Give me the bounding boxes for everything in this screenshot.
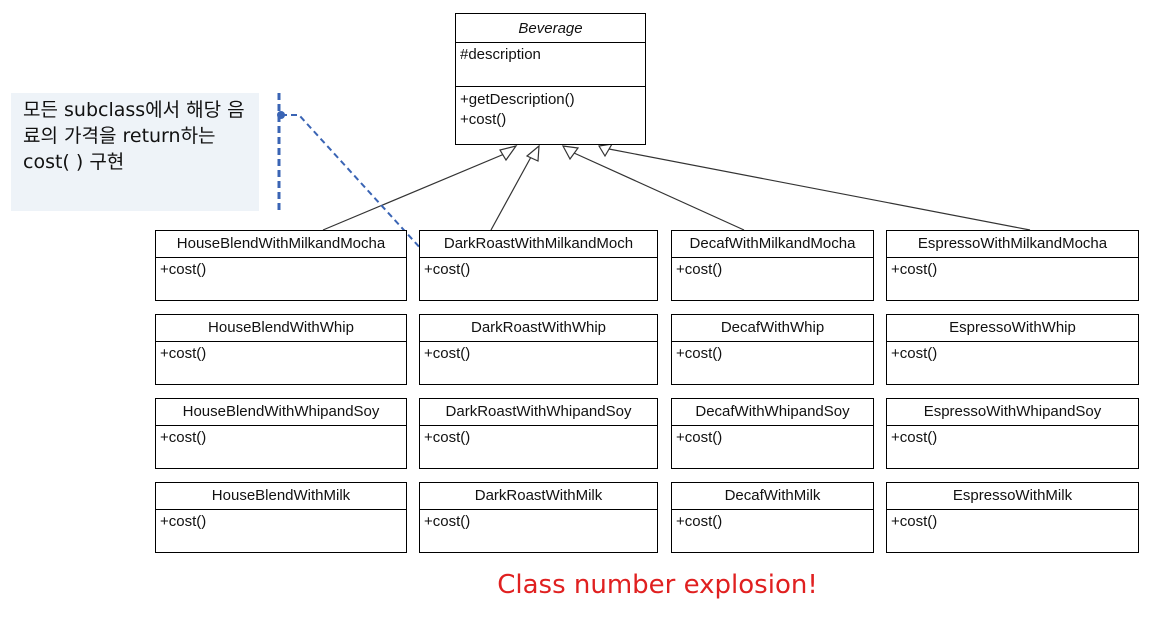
- subclass-box: EspressoWithWhipandSoy +cost(): [886, 398, 1139, 469]
- subclass-method: +cost(): [891, 261, 938, 278]
- inheritance-arrowhead: [525, 144, 540, 162]
- subclass-name: DarkRoastWithWhip: [420, 315, 657, 342]
- beverage-class: Beverage #description +getDescription() …: [455, 13, 646, 145]
- inheritance-line: [490, 156, 532, 231]
- beverage-attributes: #description: [456, 43, 645, 87]
- inheritance-line: [573, 152, 745, 231]
- subclass-name: DarkRoastWithMilk: [420, 483, 657, 510]
- subclass-name: EspressoWithMilkandMocha: [887, 231, 1138, 258]
- subclass-name: DecafWithMilk: [672, 483, 873, 510]
- inheritance-arrowhead: [598, 143, 614, 158]
- subclass-name: HouseBlendWithWhipandSoy: [156, 399, 406, 426]
- subclass-box: HouseBlendWithMilkandMocha +cost(): [155, 230, 407, 301]
- subclass-box: DecafWithMilkandMocha +cost(): [671, 230, 874, 301]
- subclass-name: DecafWithWhip: [672, 315, 873, 342]
- beverage-class-name: Beverage: [456, 14, 645, 43]
- subclass-box: DarkRoastWithMilk +cost(): [419, 482, 658, 553]
- subclass-name: HouseBlendWithWhip: [156, 315, 406, 342]
- subclass-method: +cost(): [424, 261, 471, 278]
- subclass-box: HouseBlendWithWhipandSoy +cost(): [155, 398, 407, 469]
- subclass-method: +cost(): [891, 429, 938, 446]
- beverage-operations: +getDescription() +cost(): [456, 87, 645, 130]
- subclass-box: DecafWithMilk +cost(): [671, 482, 874, 553]
- subclass-method: +cost(): [676, 429, 723, 446]
- note-text: 모든 subclass에서 해당 음료의 가격을 return하는 cost( …: [23, 99, 245, 173]
- subclass-method: +cost(): [160, 513, 207, 530]
- subclass-name: DarkRoastWithMilkandMoch: [420, 231, 657, 258]
- subclass-method: +cost(): [676, 261, 723, 278]
- attribute-description: #description: [460, 46, 541, 63]
- subclass-name: HouseBlendWithMilk: [156, 483, 406, 510]
- note-connector-dot: [277, 111, 285, 119]
- inheritance-arrowhead: [561, 145, 580, 161]
- subclass-method: +cost(): [676, 345, 723, 362]
- subclass-method: +cost(): [160, 345, 207, 362]
- subclass-method: +cost(): [160, 429, 207, 446]
- subclass-method: +cost(): [676, 513, 723, 530]
- note-box: 모든 subclass에서 해당 음료의 가격을 return하는 cost( …: [11, 93, 259, 211]
- subclass-box: HouseBlendWithWhip +cost(): [155, 314, 407, 385]
- subclass-method: +cost(): [424, 429, 471, 446]
- subclass-method: +cost(): [160, 261, 207, 278]
- subclass-method: +cost(): [891, 345, 938, 362]
- subclass-box: DarkRoastWithWhipandSoy +cost(): [419, 398, 658, 469]
- subclass-box: EspressoWithMilkandMocha +cost(): [886, 230, 1139, 301]
- inheritance-arrowhead: [499, 145, 518, 162]
- subclass-name: DecafWithMilkandMocha: [672, 231, 873, 258]
- subclass-method: +cost(): [424, 513, 471, 530]
- subclass-name: DecafWithWhipandSoy: [672, 399, 873, 426]
- inheritance-line: [322, 151, 510, 231]
- inheritance-line: [608, 148, 1031, 231]
- subclass-box: DarkRoastWithWhip +cost(): [419, 314, 658, 385]
- operation-cost: +cost(): [460, 111, 507, 128]
- subclass-name: HouseBlendWithMilkandMocha: [156, 231, 406, 258]
- subclass-name: EspressoWithWhipandSoy: [887, 399, 1138, 426]
- note-connector-line: [281, 114, 434, 263]
- subclass-method: +cost(): [891, 513, 938, 530]
- subclass-name: EspressoWithWhip: [887, 315, 1138, 342]
- operation-get-description: +getDescription(): [460, 91, 575, 108]
- subclass-name: EspressoWithMilk: [887, 483, 1138, 510]
- explosion-caption: Class number explosion!: [497, 570, 818, 600]
- subclass-name: DarkRoastWithWhipandSoy: [420, 399, 657, 426]
- subclass-box: HouseBlendWithMilk +cost(): [155, 482, 407, 553]
- subclass-box: DecafWithWhipandSoy +cost(): [671, 398, 874, 469]
- subclass-box: EspressoWithWhip +cost(): [886, 314, 1139, 385]
- subclass-box: DarkRoastWithMilkandMoch +cost(): [419, 230, 658, 301]
- subclass-box: EspressoWithMilk +cost(): [886, 482, 1139, 553]
- subclass-method: +cost(): [424, 345, 471, 362]
- subclass-box: DecafWithWhip +cost(): [671, 314, 874, 385]
